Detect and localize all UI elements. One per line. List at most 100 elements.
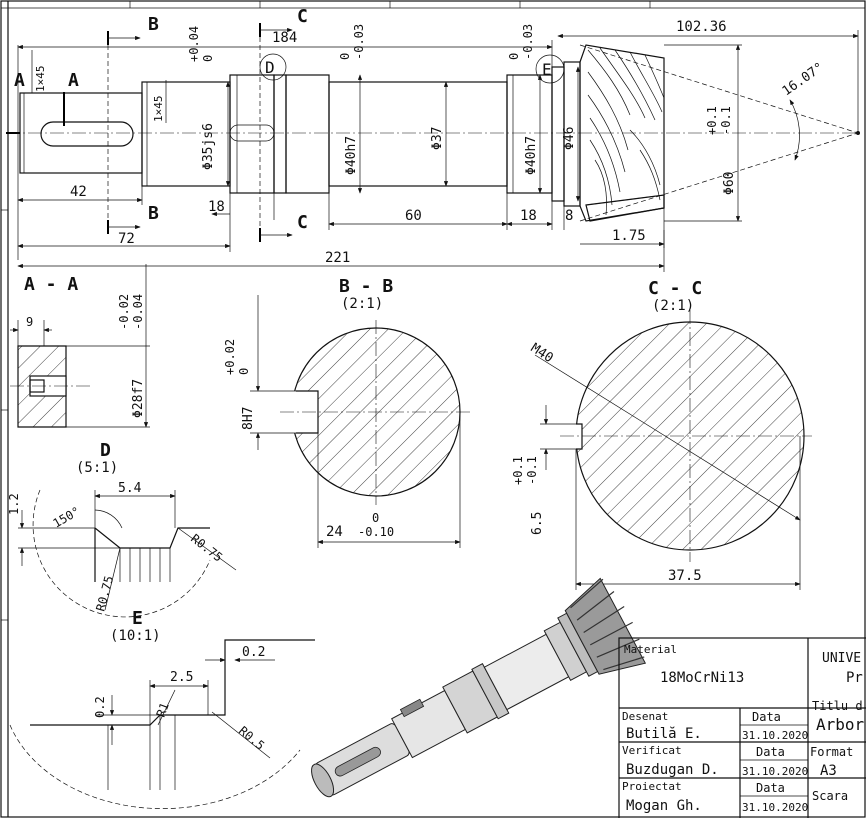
dim-d46: Φ46	[562, 127, 577, 150]
desenat-value: Butilă E.	[626, 726, 702, 742]
dim-184: 184	[272, 30, 297, 46]
section-mark-b-top: B	[148, 14, 159, 35]
bb-key: 8H7	[241, 407, 256, 430]
isometric-shaft-preview	[311, 577, 647, 798]
titlu-value: Arbor	[816, 715, 865, 734]
proiectat-value: Mogan Gh.	[626, 798, 702, 814]
dim-d35: Φ35js6	[201, 123, 216, 170]
svg-text:0: 0	[507, 53, 521, 60]
material-value: 18MoCrNi13	[660, 670, 744, 686]
e-r2: R0.5	[236, 724, 267, 753]
date-desenat: 31.10.2020	[742, 729, 808, 742]
dim-angle: 16.07°	[780, 60, 827, 99]
section-c-c: C - C (2:1) M40 6.5 +0.1 -0.1 37.5	[511, 278, 812, 590]
cc-thread: M40	[528, 341, 556, 366]
svg-text:0: 0	[201, 55, 215, 62]
keyway-slot	[40, 121, 134, 147]
svg-text:0: 0	[237, 368, 251, 375]
aa-dia: Φ28f7	[131, 379, 146, 418]
svg-text:Data: Data	[756, 745, 785, 759]
section-cc-title: C - C	[648, 278, 702, 299]
dim-chamfer-mid: 1×45	[152, 96, 165, 123]
bb-width: 24	[326, 524, 343, 540]
svg-text:-0.02: -0.02	[117, 294, 131, 330]
section-bb-scale: (2:1)	[341, 296, 383, 312]
proiectat-label: Proiectat	[622, 780, 682, 793]
e-r1: R1	[154, 701, 172, 719]
dim-d60: Φ60	[722, 172, 737, 195]
svg-text:-0.03: -0.03	[521, 24, 535, 60]
section-mark-b-bottom: B	[148, 203, 159, 224]
dim-d40b: Φ40h7	[524, 136, 539, 175]
detail-e-title: E	[132, 608, 143, 629]
svg-text:0: 0	[338, 53, 352, 60]
dim-102-36: 102.36	[676, 19, 727, 35]
svg-text:-0.1: -0.1	[525, 456, 539, 485]
title-block: Material 18MoCrNi13 UNIVE Pr Titlu d Arb…	[618, 637, 866, 818]
cc-depth: 6.5	[530, 512, 545, 535]
format-label: Format	[810, 745, 853, 759]
d-r2: R0.75	[188, 531, 225, 564]
section-mark-a-left: A	[14, 70, 25, 91]
detail-e-mark: E	[542, 60, 552, 79]
section-aa-title: A - A	[24, 274, 78, 295]
date-proiectat: 31.10.2020	[742, 801, 808, 814]
main-shaft-view: D E A A B B C C	[6, 6, 860, 272]
section-b-b: B - B (2:1) 8H7 +0.02 0 24 0 -0.10	[223, 276, 470, 548]
svg-text:-0.03: -0.03	[352, 24, 366, 60]
svg-text:Pr: Pr	[846, 670, 863, 686]
dim-72: 72	[118, 231, 135, 247]
detail-d-mark: D	[265, 58, 275, 77]
svg-text:+0.1: +0.1	[705, 106, 719, 135]
d-w: 5.4	[118, 481, 142, 496]
dim-60: 60	[405, 208, 422, 224]
section-a-a: A - A 9 Φ28f7 -0.02 -0.04	[10, 264, 150, 428]
section-bb-title: B - B	[339, 276, 393, 297]
d-angle: 150°	[51, 504, 83, 531]
verificat-value: Buzdugan D.	[626, 762, 719, 778]
section-mark-c-bottom: C	[297, 212, 308, 233]
e-top: 0.2	[242, 645, 265, 660]
d-r1: R0.75	[93, 574, 116, 613]
dim-18a: 18	[208, 199, 225, 215]
section-mark-a-right: A	[68, 70, 79, 91]
svg-text:Data: Data	[756, 781, 785, 795]
material-label: Material	[624, 643, 677, 656]
dim-42: 42	[70, 184, 87, 200]
svg-text:+0.1: +0.1	[511, 456, 525, 485]
dim-chamfer-top: 1×45	[34, 66, 47, 93]
svg-text:-0.10: -0.10	[358, 525, 394, 539]
svg-text:-0.04: -0.04	[131, 294, 145, 330]
dim-1-75: 1.75	[612, 228, 646, 244]
date-verificat: 31.10.2020	[742, 765, 808, 778]
dim-d40a: Φ40h7	[344, 136, 359, 175]
e-w: 2.5	[170, 670, 193, 685]
svg-text:0: 0	[372, 511, 379, 525]
section-mark-c-top: C	[297, 6, 308, 27]
detail-e: E (10:1) 2.5 0.2 0.2 R1 R0.5	[9, 608, 315, 809]
verificat-label: Verificat	[622, 744, 682, 757]
titlu-label: Titlu d	[812, 699, 863, 713]
scara-label: Scara	[812, 789, 848, 803]
format-value: A3	[820, 763, 837, 779]
cc-width: 37.5	[668, 568, 702, 584]
svg-text:+0.04: +0.04	[187, 26, 201, 62]
svg-text:-0.1: -0.1	[719, 106, 733, 135]
dim-8: 8	[565, 208, 573, 224]
aa-dim-9: 9	[26, 315, 33, 329]
detail-e-scale: (10:1)	[110, 628, 161, 644]
desenat-label: Desenat	[622, 710, 668, 723]
svg-text:Data: Data	[752, 710, 781, 724]
section-cc-scale: (2:1)	[652, 298, 694, 314]
dim-d37: Φ37	[430, 127, 445, 150]
e-left: 0.2	[93, 696, 107, 718]
university: UNIVE	[822, 651, 861, 666]
detail-d: D (5:1) 1.2 5.4 150° R0.75 R0.75	[7, 440, 237, 618]
d-h: 1.2	[7, 493, 21, 515]
detail-d-title: D	[100, 440, 111, 461]
dim-221: 221	[325, 250, 350, 266]
svg-text:+0.02: +0.02	[223, 339, 237, 375]
